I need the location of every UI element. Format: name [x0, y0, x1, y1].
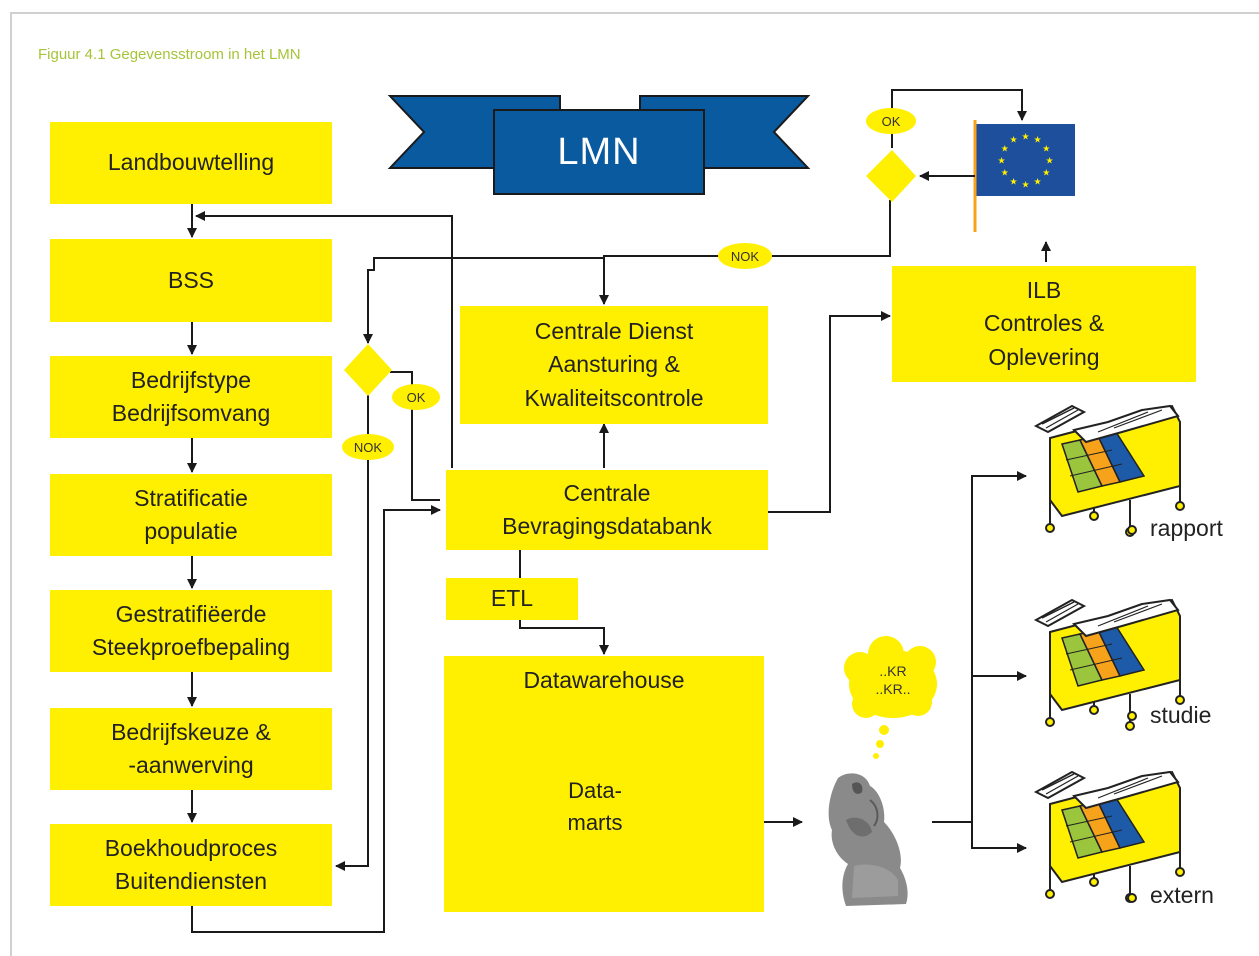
box-central-database: Centrale Bevragingsdatabank: [446, 470, 768, 550]
output-label-extern: extern: [1150, 882, 1214, 908]
lmn-banner-label: LMN: [557, 130, 641, 173]
output-label-rapport: rapport: [1150, 515, 1223, 541]
lmn-banner: [387, 95, 811, 195]
datamarts-label: Data- marts: [567, 778, 623, 835]
eu-flag-icon: ★★★★★★★★★★★★: [973, 120, 1075, 232]
eu-star-icon: ★: [1001, 145, 1009, 155]
top-decision-diamond: [866, 150, 916, 202]
eu-star-icon: ★: [1001, 169, 1009, 179]
eu-star-icon: ★: [1042, 145, 1050, 155]
left-ok-label: OK: [392, 384, 440, 410]
box-datawarehouse: Datawarehouse: [444, 656, 764, 912]
top-ok-label: OK: [866, 108, 916, 134]
eu-star-icon: ★: [998, 157, 1006, 167]
box-central-service: Centrale Dienst Aansturing & Kwaliteitsc…: [460, 306, 768, 424]
eu-star-icon: ★: [1034, 177, 1042, 187]
eu-star-icon: ★: [1022, 133, 1030, 143]
left-nok-label: NOK: [342, 434, 394, 460]
box-bedrijfstype: Bedrijfstype Bedrijfsomvang: [50, 356, 332, 438]
box-landbouwtelling: Landbouwtelling: [50, 122, 332, 204]
left-decision-diamond: [344, 344, 392, 396]
box-bss: BSS: [50, 239, 332, 322]
figure-frame: [10, 12, 1259, 956]
thought-text: ..KR ..KR..: [875, 663, 911, 698]
box-stratificatie: Stratificatie populatie: [50, 474, 332, 556]
eu-star-icon: ★: [1042, 169, 1050, 179]
box-boekhoudproces: Boekhoudproces Buitendiensten: [50, 824, 332, 906]
box-etl: ETL: [446, 578, 578, 620]
eu-star-icon: ★: [1034, 136, 1042, 146]
box-ilb: ILB Controles & Oplevering: [892, 266, 1196, 382]
figure-caption: Figuur 4.1 Gegevensstroom in het LMN: [38, 46, 301, 63]
eu-star-icon: ★: [1046, 157, 1054, 167]
eu-star-icon: ★: [1022, 181, 1030, 191]
box-steekproef: Gestratifiëerde Steekproefbepaling: [50, 590, 332, 672]
top-nok-label: NOK: [718, 243, 772, 269]
thinker-statue-icon: [828, 773, 908, 906]
box-bedrijfskeuze: Bedrijfskeuze & -aanwerving: [50, 708, 332, 790]
thought-cloud: [844, 636, 937, 759]
eu-star-icon: ★: [1010, 136, 1018, 146]
eu-star-icon: ★: [1010, 177, 1018, 187]
output-label-studie: studie: [1150, 702, 1212, 728]
